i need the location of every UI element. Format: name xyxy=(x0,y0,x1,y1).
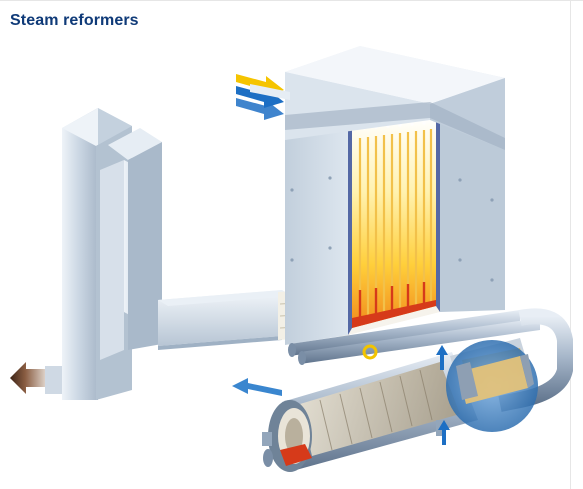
flow-arrow-icon xyxy=(232,345,450,445)
flue-duct xyxy=(158,290,292,350)
inlet-arrow-icon xyxy=(236,74,290,120)
exhaust-arrow-icon xyxy=(10,362,48,394)
frame-top-border xyxy=(0,0,583,1)
top-hood xyxy=(285,46,505,150)
frame-right-border xyxy=(570,0,571,489)
bottom-header-pipes xyxy=(288,310,540,365)
radiant-furnace-box xyxy=(285,112,505,345)
magnifier-lens xyxy=(446,340,538,432)
page-title: Steam reformers xyxy=(10,12,139,29)
reformer-tubes xyxy=(358,129,433,322)
valve-ring xyxy=(362,344,378,360)
exhaust-stack xyxy=(45,108,162,400)
